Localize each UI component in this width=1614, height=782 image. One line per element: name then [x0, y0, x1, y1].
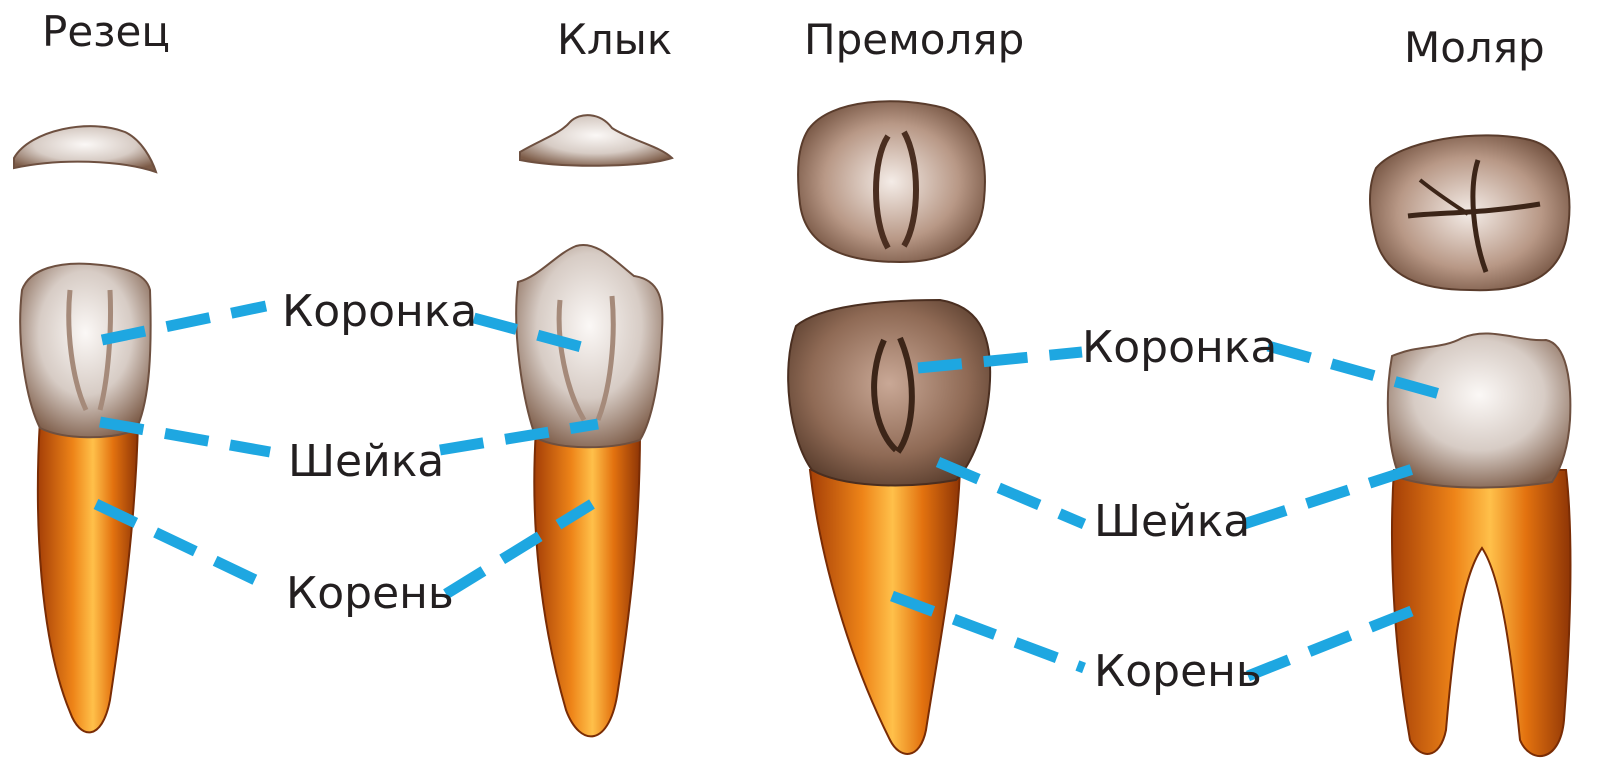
- canine-tooth: [516, 245, 662, 736]
- label-root-right: Корень: [1094, 646, 1262, 697]
- molar-title: Моляр: [1404, 23, 1545, 72]
- incisor-title: Резец: [42, 7, 170, 56]
- molar-tooth: [1388, 333, 1571, 756]
- canine-title: Клык: [557, 15, 672, 64]
- label-neck-right: Шейка: [1094, 496, 1250, 547]
- label-crown-right: Коронка: [1082, 322, 1277, 373]
- label-crown-left: Коронка: [282, 286, 477, 337]
- premolar-title: Премоляр: [804, 15, 1024, 64]
- label-neck-left: Шейка: [288, 436, 444, 487]
- label-root-left: Корень: [286, 568, 454, 619]
- molar-occlusal-view: [1370, 135, 1569, 290]
- incisor-occlusal-view: [14, 126, 156, 172]
- canine-occlusal-view: [520, 115, 672, 166]
- premolar-occlusal-view: [798, 101, 985, 262]
